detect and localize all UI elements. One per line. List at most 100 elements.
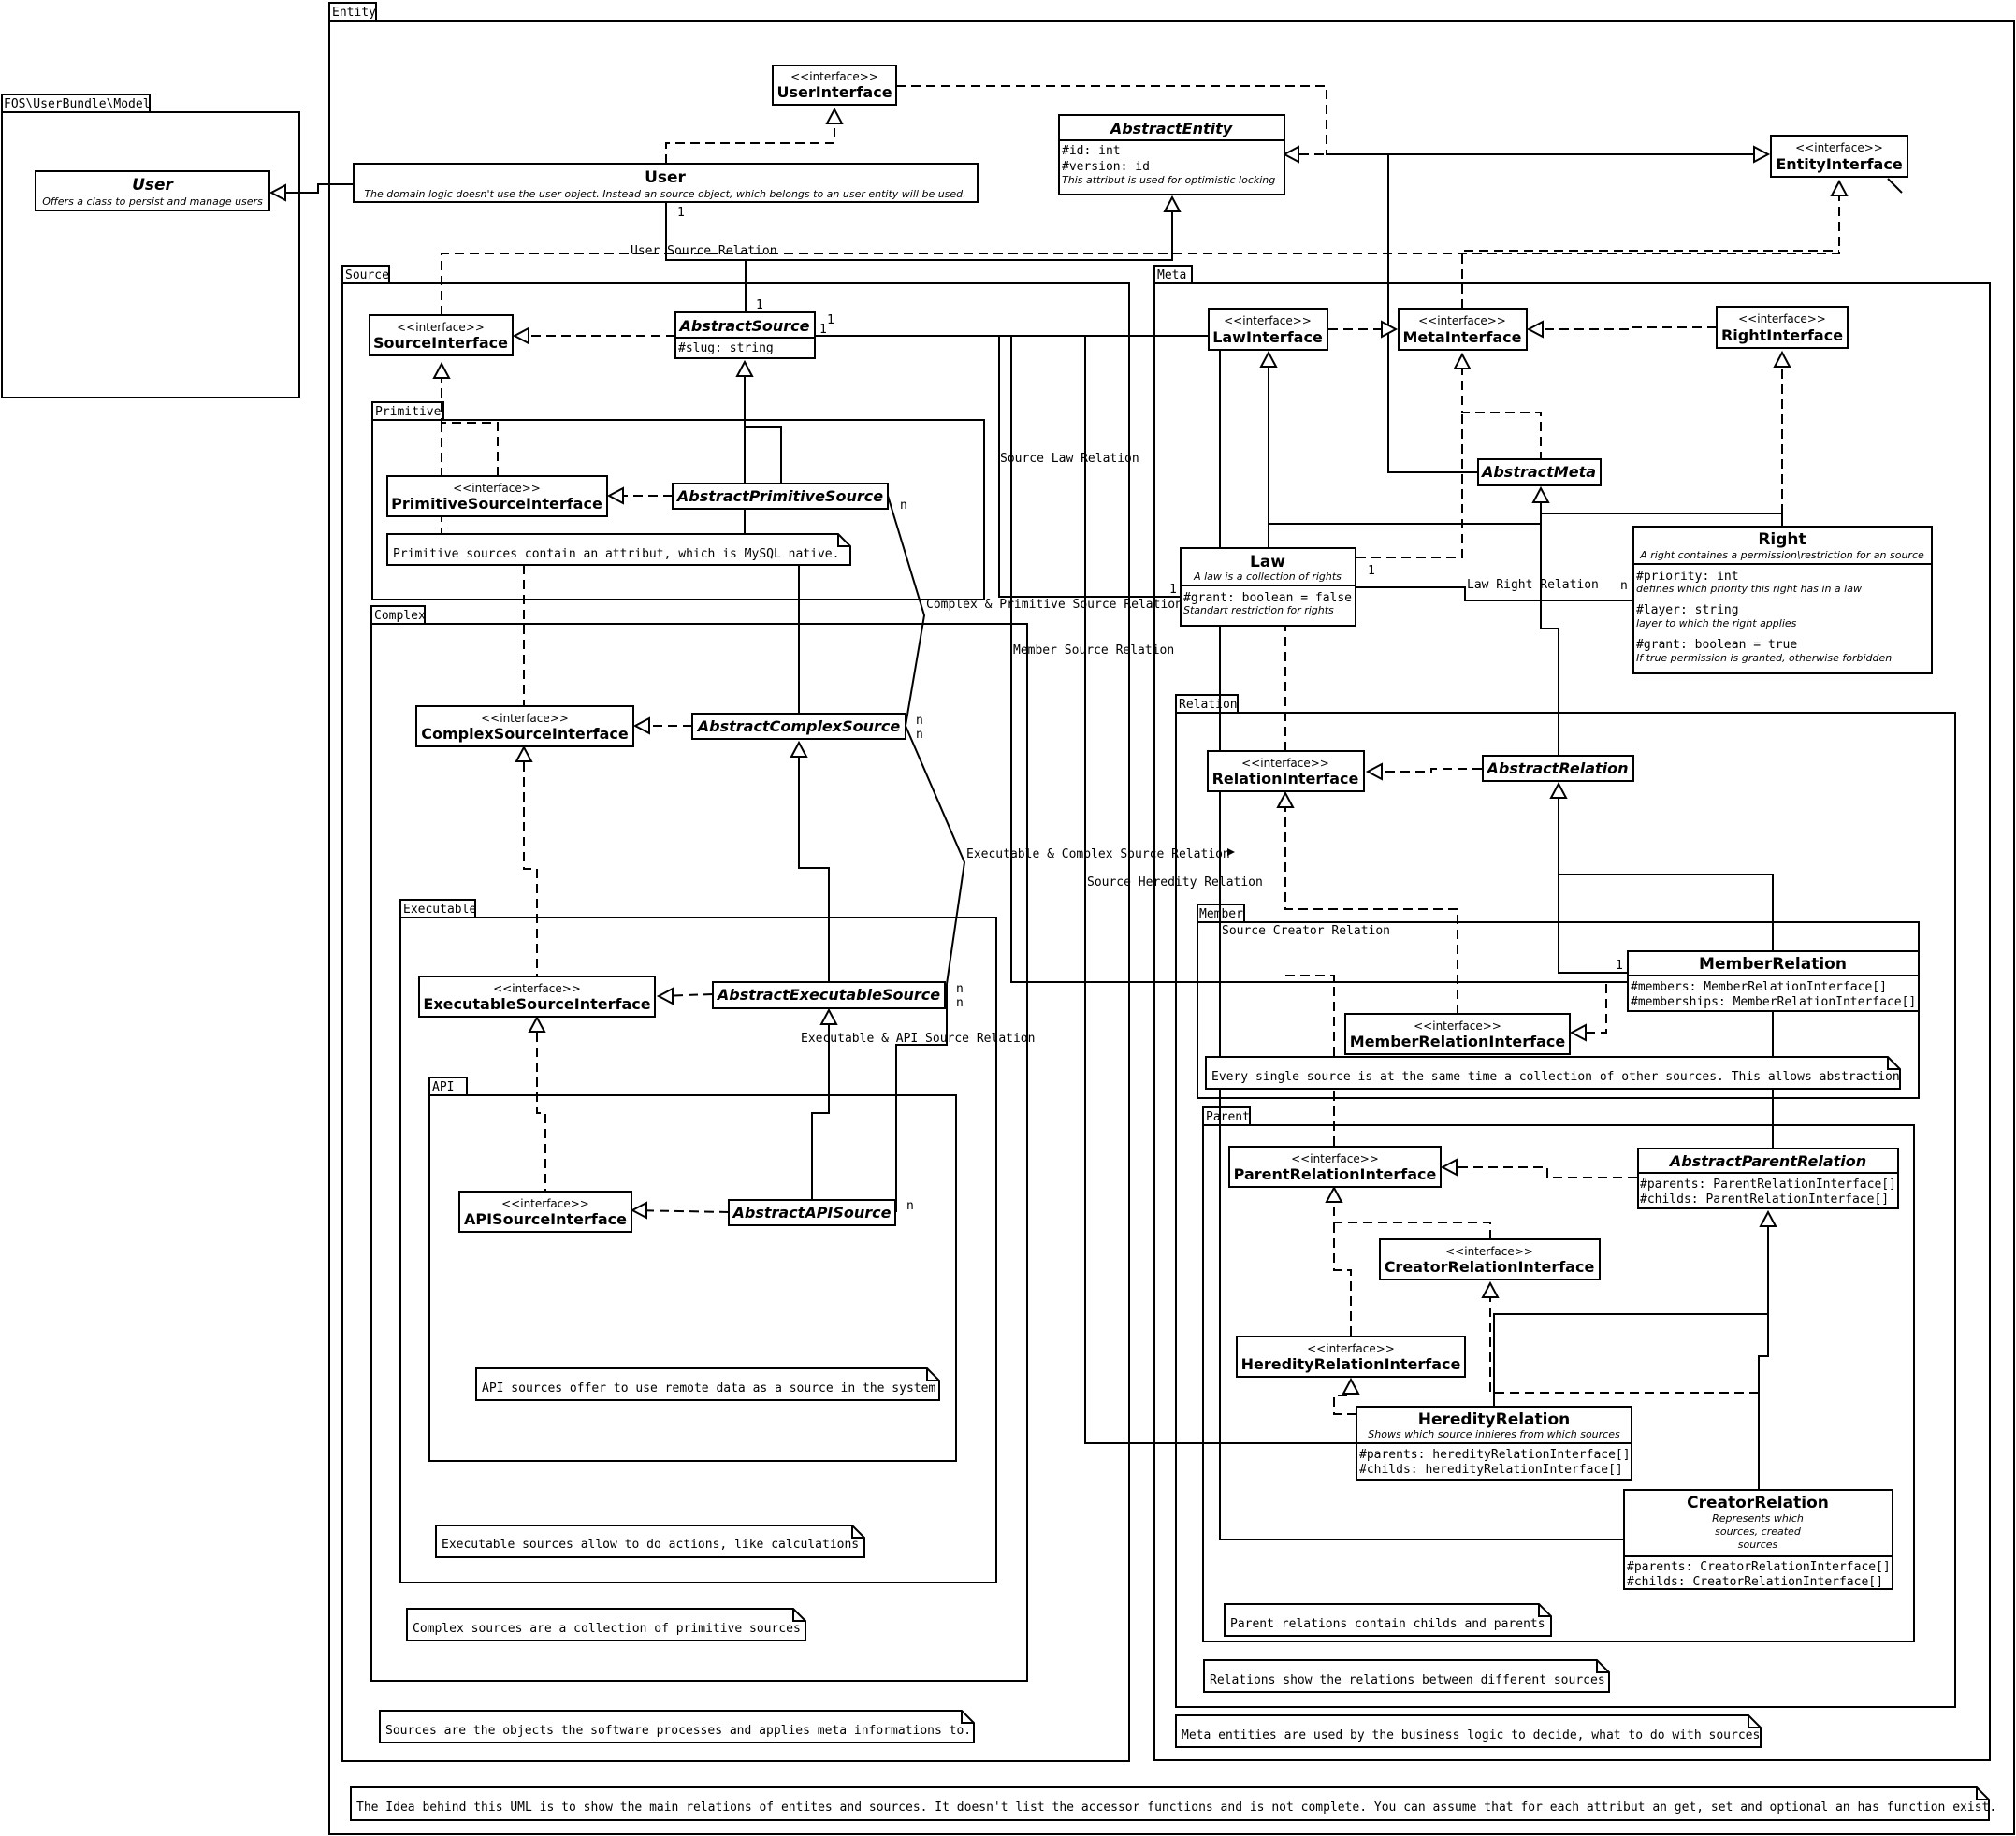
attribute: #childs: heredityRelationInterface[] <box>1359 1463 1623 1477</box>
package-label: FOS\UserBundle\Model <box>4 97 151 111</box>
attribute: #parents: ParentRelationInterface[] <box>1640 1178 1896 1192</box>
multiplicities: 1 1 1 1 n n n n n n 1 1 n 1 <box>677 206 1628 1213</box>
interface-name: MemberRelationInterface <box>1350 1033 1566 1050</box>
class-name: AbstractEntity <box>1109 120 1233 137</box>
interface-name: RelationInterface <box>1212 770 1359 788</box>
class-right: Right A right containes a permission\res… <box>1632 526 1933 674</box>
class-description: Shows which source inhieres from which s… <box>1368 1428 1620 1440</box>
class-name: AbstractRelation <box>1486 759 1629 777</box>
multiplicity: 1 <box>756 298 763 312</box>
class-description: A law is a collection of rights <box>1193 571 1342 583</box>
note-sources: Sources are the objects the software pro… <box>379 1710 975 1743</box>
attribute: #version: id <box>1062 160 1150 174</box>
package-label: Meta <box>1157 268 1186 282</box>
note-api: API sources offer to use remote data as … <box>475 1367 940 1401</box>
notes: Primitive sources contain an attribut, w… <box>350 533 1996 1821</box>
attribute: #slug: string <box>678 341 774 355</box>
class-name: User <box>645 168 686 187</box>
attribute: #priority: int <box>1636 570 1739 584</box>
class-abstract-executable-source: AbstractExecutableSource <box>712 981 946 1009</box>
class-abstract-source: AbstractSource #slug: string <box>674 311 816 359</box>
interface-relation: <<interface>> RelationInterface <box>1207 750 1365 792</box>
attribute: #childs: ParentRelationInterface[] <box>1640 1193 1889 1207</box>
attribute: #id: int <box>1062 144 1121 158</box>
class-description: Offers a class to persist and manage use… <box>42 195 263 208</box>
interface-name: SourceInterface <box>373 334 508 352</box>
interface-heredity-relation: <<interface>> HeredityRelationInterface <box>1236 1336 1466 1378</box>
attribute-note: If true permission is granted, otherwise… <box>1636 652 1892 664</box>
class-name: MemberRelation <box>1699 955 1847 974</box>
stereotype: <<interface>> <box>1291 1152 1379 1165</box>
class-abstract-relation: AbstractRelation <box>1482 755 1634 782</box>
interface-primitive-source: <<interface>> PrimitiveSourceInterface <box>386 475 608 517</box>
class-name: AbstractExecutableSource <box>716 986 940 1004</box>
class-name: CreatorRelation <box>1687 1494 1829 1512</box>
stereotype: <<interface>> <box>1307 1342 1395 1355</box>
note-text: API sources offer to use remote data as … <box>482 1381 935 1395</box>
stereotype: <<interface>> <box>453 482 541 495</box>
multiplicity: n <box>906 1199 914 1213</box>
note-text: Relations show the relations between dif… <box>1210 1673 1605 1687</box>
interface-creator-relation: <<interface>> CreatorRelationInterface <box>1379 1238 1601 1280</box>
multiplicity: 1 <box>677 206 685 220</box>
attribute: #childs: CreatorRelationInterface[] <box>1627 1575 1883 1589</box>
note-text: Primitive sources contain an attribut, w… <box>393 547 839 561</box>
relation-label-law-right: Law Right Relation <box>1467 578 1599 592</box>
multiplicity: n <box>916 714 923 728</box>
stereotype: <<interface>> <box>1224 314 1312 327</box>
package-complex: Complex <box>370 605 1028 1682</box>
note-executable: Executable sources allow to do actions, … <box>435 1525 865 1558</box>
note-text: Every single source is at the same time … <box>1211 1070 1900 1084</box>
multiplicity: n <box>900 499 907 513</box>
package-label: Executable <box>403 903 476 917</box>
class-name: AbstractMeta <box>1480 463 1596 481</box>
interface-name: EntityInterface <box>1776 155 1903 173</box>
interface-meta: <<interface>> MetaInterface <box>1398 308 1528 351</box>
note-relations: Relations show the relations between dif… <box>1203 1659 1610 1693</box>
attribute-note: Standart restriction for rights <box>1183 604 1334 616</box>
attribute: #grant: boolean = false <box>1183 591 1352 605</box>
multiplicity: n <box>1620 579 1628 593</box>
attribute: #parents: CreatorRelationInterface[] <box>1627 1560 1891 1574</box>
class-name: AbstractPrimitiveSource <box>675 487 883 505</box>
note-primitive: Primitive sources contain an attribut, w… <box>386 533 851 566</box>
connectors <box>271 85 1903 1540</box>
interface-executable-source: <<interface>> ExecutableSourceInterface <box>418 976 656 1018</box>
package-entity: Entity <box>328 2 2015 1835</box>
interface-api-source: <<interface>> APISourceInterface <box>458 1191 632 1233</box>
note-text: The Idea behind this UML is to show the … <box>356 1800 1996 1814</box>
stereotype: <<interface>> <box>1445 1245 1533 1258</box>
package-executable: Executable <box>399 899 997 1583</box>
relation-label-source-heredity: Source Heredity Relation <box>1087 875 1263 889</box>
stereotype: <<interface>> <box>1738 312 1826 325</box>
stereotype: <<interface>> <box>397 321 485 334</box>
interface-name: MetaInterface <box>1402 328 1521 346</box>
stereotype: <<interface>> <box>501 1197 589 1210</box>
class-name: User <box>132 176 174 195</box>
multiplicity: 1 <box>1368 564 1375 578</box>
stereotype: <<interface>> <box>790 70 878 83</box>
class-member-relation: MemberRelation #members: MemberRelationI… <box>1627 950 1920 1012</box>
relation-label-executable-api: Executable & API Source Relation <box>801 1032 1035 1046</box>
class-description: Represents which <box>1712 1512 1804 1525</box>
relation-label-executable-complex: Executable & Complex Source Relation <box>966 847 1230 861</box>
attribute: #memberships: MemberRelationInterface[] <box>1631 995 1916 1009</box>
note-text: Parent relations contain childs and pare… <box>1230 1617 1545 1631</box>
class-name: AbstractSource <box>678 317 810 335</box>
class-abstract-meta: AbstractMeta <box>1477 458 1602 486</box>
attribute-note: defines which priority this right has in… <box>1636 583 1862 595</box>
stereotype: <<interface>> <box>481 712 569 725</box>
interface-name: ExecutableSourceInterface <box>423 995 650 1013</box>
package-relation: Relation <box>1175 694 1956 1708</box>
class-name: AbstractComplexSource <box>696 717 901 735</box>
package-label: API <box>432 1080 454 1094</box>
interface-user: <<interface>> UserInterface <box>772 65 897 106</box>
multiplicity: n <box>956 982 964 996</box>
attribute: #members: MemberRelationInterface[] <box>1631 980 1887 994</box>
relation-labels: User Source Relation Source Law Relation… <box>631 244 1599 1046</box>
class-law: Law A law is a collection of rights #gra… <box>1180 547 1356 627</box>
class-description: The domain logic doesn't use the user ob… <box>364 188 965 200</box>
class-description: A right containes a permission\restricti… <box>1639 549 1924 561</box>
interface-law: <<interface>> LawInterface <box>1208 308 1328 351</box>
class-name: Right <box>1758 530 1806 549</box>
